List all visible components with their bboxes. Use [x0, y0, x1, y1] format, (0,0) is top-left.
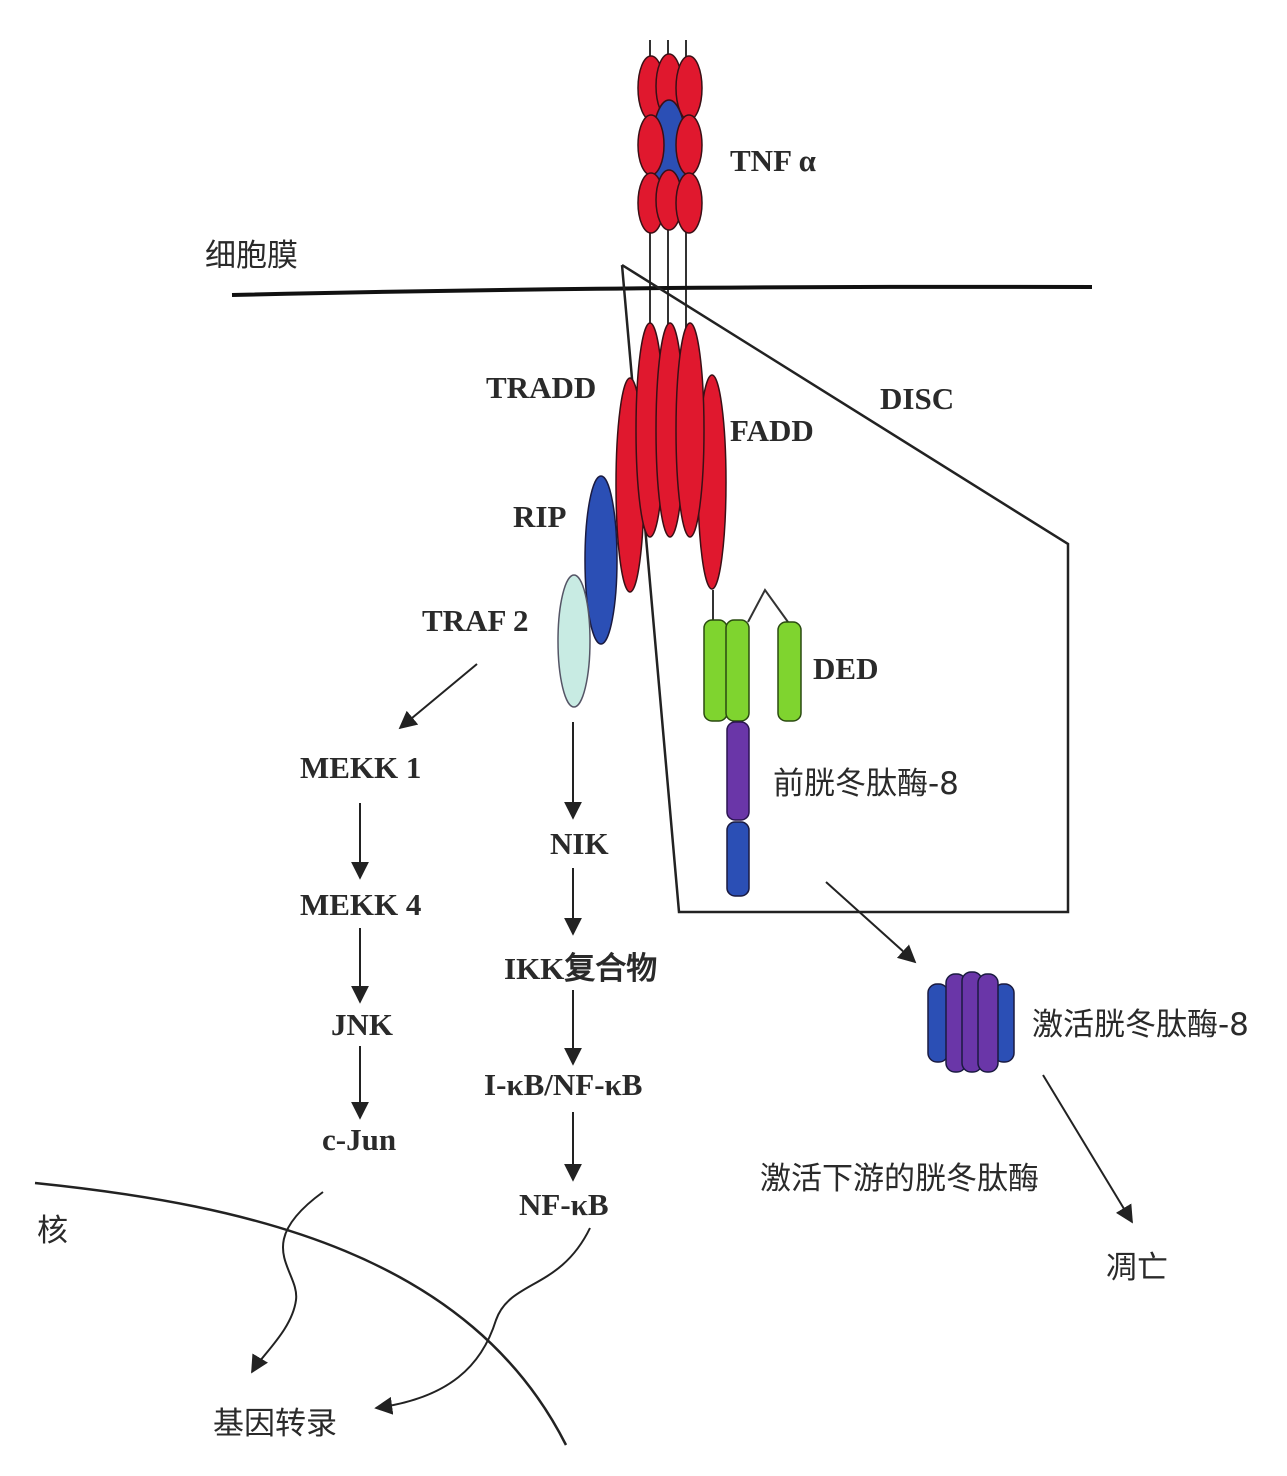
label-ded: DED [813, 651, 879, 686]
label-tnf-alpha: TNF α [730, 143, 816, 178]
procaspase8-catalytic [726, 821, 750, 897]
label-jnk: JNK [331, 1007, 393, 1042]
label-nfkb: NF-κB [519, 1187, 609, 1222]
death-domain-cluster [615, 322, 727, 593]
arrow-active-apoptosis [1042, 1074, 1133, 1224]
label-cell-membrane: 细胞膜 [205, 238, 298, 274]
label-rip: RIP [513, 499, 567, 534]
arrow-nfkb-transcription [374, 1227, 591, 1415]
label-downstream-caspases: 激活下游的胱冬肽酶 [760, 1161, 1039, 1197]
arrow-traf2-mekk1 [398, 663, 478, 730]
active-caspase8 [927, 971, 1015, 1073]
label-nucleus: 核 [37, 1213, 68, 1249]
arrow-cjun-transcription [251, 1191, 324, 1374]
ded-domains [703, 619, 802, 722]
cell-membrane [231, 284, 1093, 297]
label-procaspase8: 前胱冬肽酶-8 [773, 766, 959, 802]
label-ikk-complex: IKK复合物 [504, 951, 658, 986]
label-ikb-nfkb: I-κB/NF-κB [484, 1067, 643, 1102]
label-disc: DISC [880, 381, 955, 416]
label-gene-transcription: 基因转录 [213, 1406, 337, 1442]
disc-outline [620, 263, 1070, 914]
label-mekk4: MEKK 4 [300, 887, 422, 922]
label-mekk1: MEKK 1 [300, 750, 422, 785]
pathway-arrows [251, 663, 1133, 1415]
label-apoptosis: 凋亡 [1106, 1250, 1168, 1286]
traf2-protein [557, 574, 591, 708]
label-fadd: FADD [730, 413, 814, 448]
label-traf2: TRAF 2 [422, 603, 529, 638]
nuclear-membrane [34, 1181, 568, 1446]
ded-hinge [747, 588, 789, 623]
procaspase8-prodomain [726, 721, 750, 821]
label-nik: NIK [550, 826, 609, 861]
rip-protein [584, 475, 618, 645]
arrow-pro-active [825, 881, 917, 964]
label-active-caspase8: 激活胱冬肽酶-8 [1032, 1007, 1249, 1043]
label-cjun: c-Jun [322, 1122, 397, 1157]
label-tradd: TRADD [486, 370, 597, 405]
tnf-alpha-trimer [637, 53, 703, 234]
